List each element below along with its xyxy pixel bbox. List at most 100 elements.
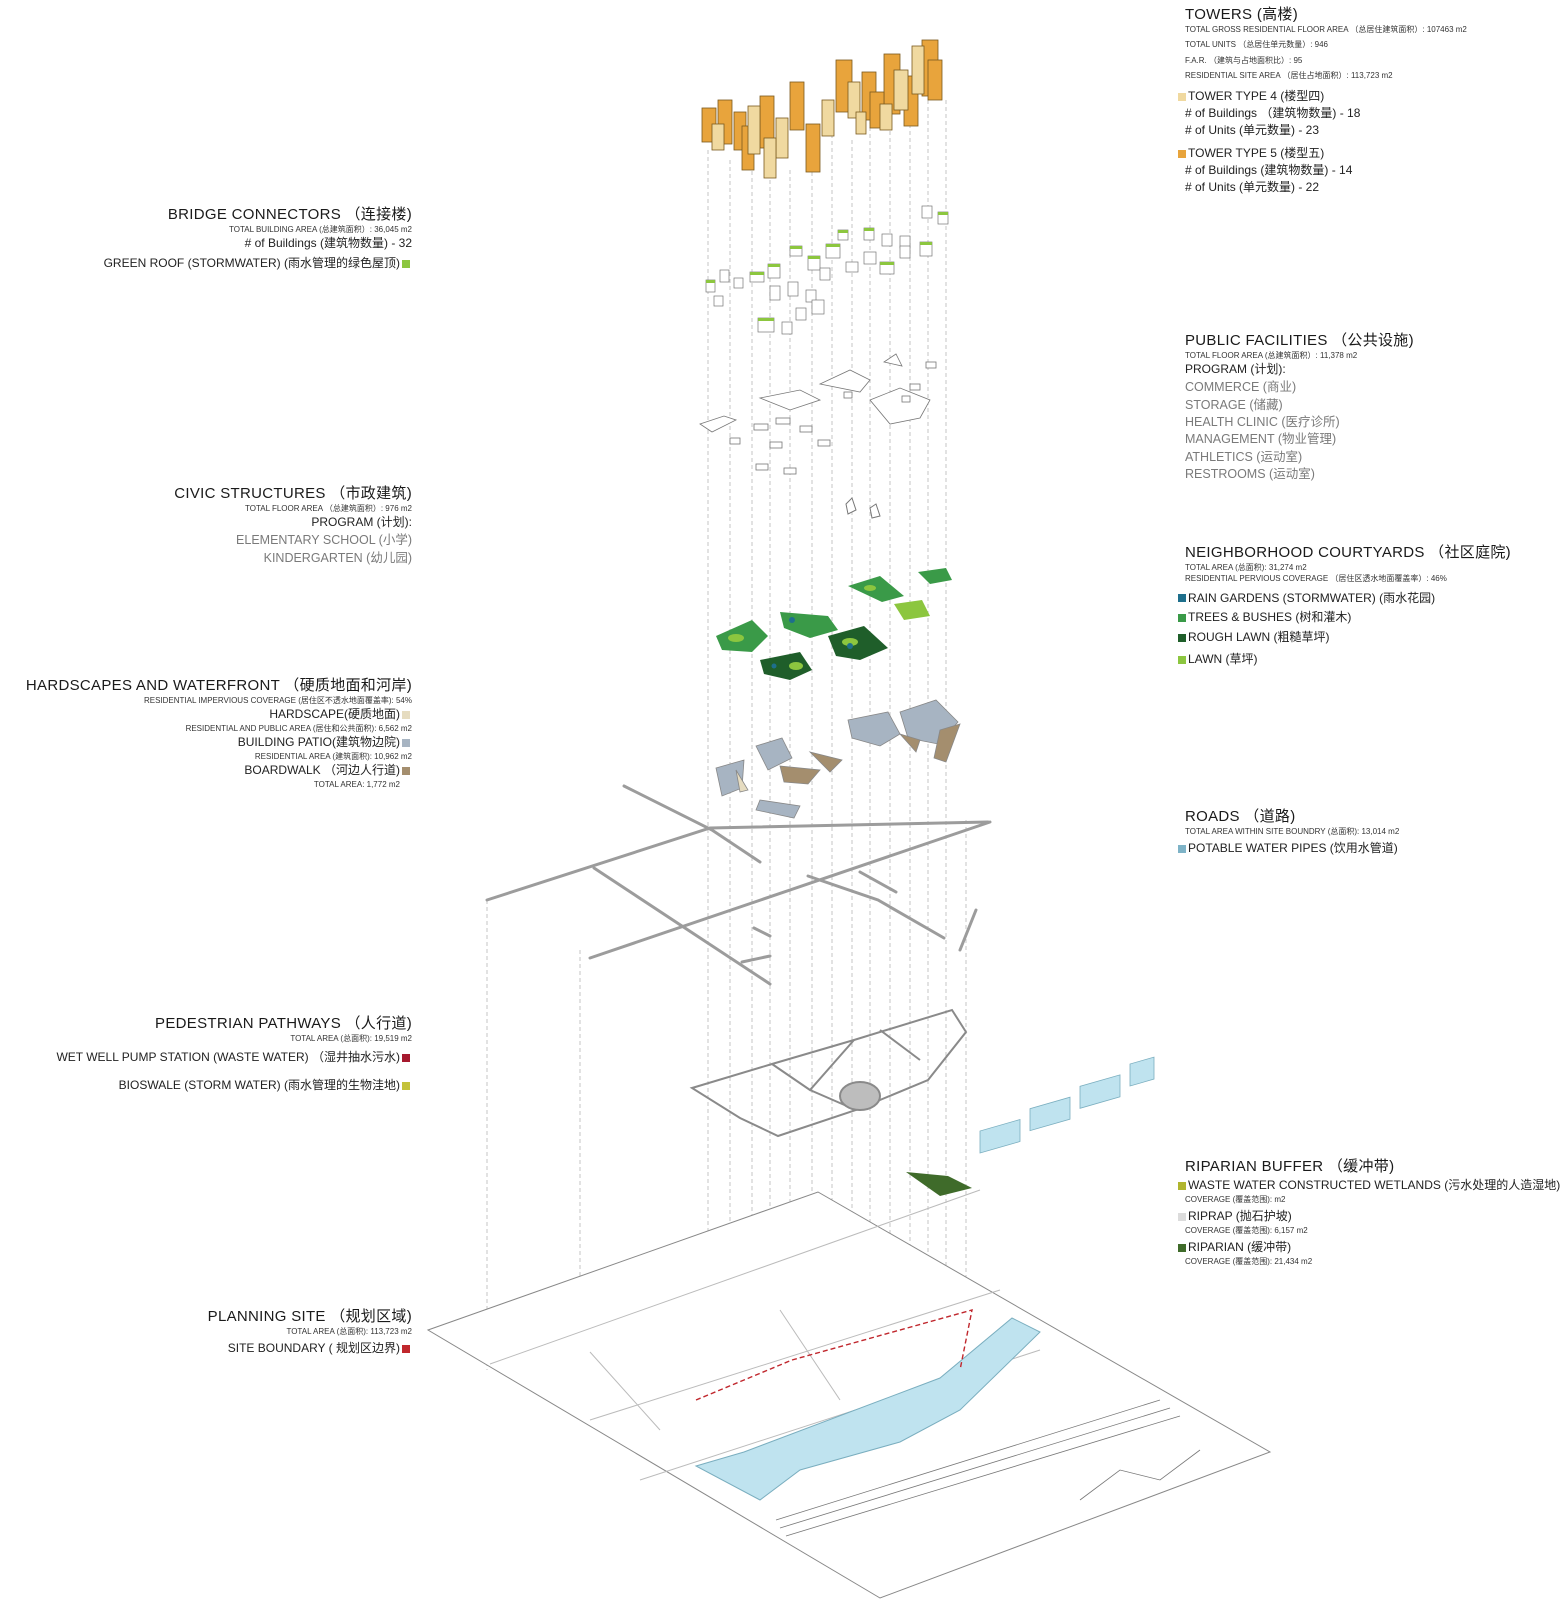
riparian-title: RIPARIAN BUFFER （缓冲带) [1185,1158,1395,1175]
planning-site [426,1056,1272,1599]
bridge-buildings: # of Buildings (建筑物数量) - 32 [244,236,412,251]
water-pipes-label: POTABLE WATER PIPES (饮用水管道) [1188,841,1398,856]
pedestrian-pathways [689,1008,968,1138]
riparian-coverage: COVERAGE (覆盖范围): 21,434 m2 [1185,1257,1313,1267]
riprap-coverage: COVERAGE (覆盖范围): 6,157 m2 [1185,1226,1308,1236]
civic-item: KINDERGARTEN (幼儿园) [263,550,412,565]
water-pipes-swatch [1178,845,1186,854]
bioswale-label: BIOSWALE (STORM WATER) (雨水管理的生物洼地) [118,1078,400,1093]
public-item: ATHLETICS (运动室) [1185,449,1303,464]
planning-legend: PLANNING SITE （规划区域) TOTAL AREA (总面积): 1… [208,1308,412,1356]
public-title: PUBLIC FACILITIES （公共设施) [1185,332,1414,349]
hardscapes-total: TOTAL AREA: 1,772 m2 [313,780,400,790]
pedestrian-legend: PEDESTRIAN PATHWAYS （人行道) TOTAL AREA (总面… [56,1015,412,1093]
towers-title: TOWERS (高楼) [1185,6,1299,23]
courtyards-area: TOTAL AREA (总面积): 31,274 m2 [1185,563,1307,573]
civic-structures-legend: CIVIC STRUCTURES （市政建筑) TOTAL FLOOR AREA… [174,485,412,565]
planning-title: PLANNING SITE （规划区域) [207,1308,412,1325]
riprap-swatch [1178,1213,1186,1222]
tower-type-4-label: TOWER TYPE 4 (楼型四) [1188,89,1325,103]
rough-lawn-swatch [1178,634,1186,643]
public-item: HEALTH CLINIC (医疗诊所) [1185,414,1340,429]
hardscape-swatch [402,711,410,720]
civic-area: TOTAL FLOOR AREA （总建筑面积）: 976 m2 [244,504,412,514]
towers-gross-area: TOTAL GROSS RESIDENTIAL FLOOR AREA （总居住建… [1185,25,1467,35]
tower-type-4-units: # of Units (单元数量) - 23 [1185,122,1320,137]
riparian-label: RIPARIAN (缓冲带) [1188,1240,1292,1255]
towers-far: F.A.R. （建筑与占地面积比）: 95 [1185,55,1303,65]
patio-swatch [402,739,410,748]
public-item: RESTROOMS (运动室) [1185,467,1315,482]
wetlands-coverage: COVERAGE (覆盖范围): m2 [1185,1195,1286,1205]
hardscapes-res-public: RESIDENTIAL AND PUBLIC AREA (居住和公共面积): 6… [185,724,412,734]
tower-type-4-buildings: # of Buildings （建筑物数量) - 18 [1185,105,1361,120]
tower-type-4-group [711,45,925,179]
green-roof-swatch [402,260,410,269]
hardscapes-legend: HARDSCAPES AND WATERFRONT （硬质地面和河岸) RESI… [26,677,412,789]
roads-legend: ROADS （道路) TOTAL AREA WITHIN SITE BOUNDR… [1178,808,1400,856]
rain-gardens-swatch [1178,594,1186,603]
courtyards-pervious: RESIDENTIAL PERVIOUS COVERAGE （居住区透水地面覆盖… [1185,574,1447,584]
public-program: PROGRAM (计划): [1185,362,1286,377]
courtyards-title: NEIGHBORHOOD COURTYARDS （社区庭院) [1185,544,1511,561]
rain-gardens-label: RAIN GARDENS (STORMWATER) (雨水花园) [1188,590,1436,605]
public-item: MANAGEMENT (物业管理) [1185,432,1337,447]
bioswale-swatch [402,1082,410,1091]
green-roof-label: GREEN ROOF (STORMWATER) (雨水管理的绿色屋顶) [103,256,400,271]
green-roofs [706,212,948,321]
boundary-swatch [402,1345,410,1354]
civic-structures [845,497,881,519]
public-area: TOTAL FLOOR AREA (总建筑面积）: 11,378 m2 [1185,351,1358,361]
wetlands-swatch [1178,1182,1186,1191]
riprap-label: RIPRAP (抛石护坡) [1188,1209,1292,1224]
tower-type-5-units: # of Units (单元数量) - 22 [1185,179,1320,194]
pump-label: WET WELL PUMP STATION (WASTE WATER) （湿井抽… [56,1050,400,1065]
public-item: STORAGE (储藏) [1185,397,1283,412]
public-item: COMMERCE (商业) [1185,380,1297,395]
tower-cluster [701,39,943,179]
towers-units: TOTAL UNITS （总居住单元数量）: 946 [1185,40,1328,50]
public-facilities [699,353,937,475]
tower-type-4-swatch [1178,92,1186,101]
tower-type-5-buildings: # of Buildings (建筑物数量) - 14 [1185,163,1353,178]
riparian-swatch [1178,1244,1186,1253]
towers-site-area: RESIDENTIAL SITE AREA （居住占地面积）: 113,723 … [1185,70,1393,80]
civic-title: CIVIC STRUCTURES （市政建筑) [174,485,412,502]
trees-swatch [1178,614,1186,623]
bridge-connectors-legend: BRIDGE CONNECTORS （连接楼) TOTAL BUILDING A… [104,206,412,271]
hardscapes-title: HARDSCAPES AND WATERFRONT （硬质地面和河岸) [25,677,412,694]
boardwalk-label: BOARDWALK （河边人行道) [244,763,400,778]
trees-label: TREES & BUSHES (树和灌木) [1188,610,1352,625]
roads-area: TOTAL AREA WITHIN SITE BOUNDRY (总面积): 13… [1185,827,1400,837]
civic-item: ELEMENTARY SCHOOL (小学) [236,533,412,548]
civic-program: PROGRAM (计划): [311,515,412,530]
bridge-area: TOTAL BUILDING AREA (总建筑面积）: 36,045 m2 [228,225,412,235]
boundary-label: SITE BOUNDARY ( 规划区边界) [227,1341,400,1356]
pedestrian-area: TOTAL AREA (总面积): 19,519 m2 [290,1034,412,1044]
hardscapes-impervious: RESIDENTIAL IMPERVIOUS COVERAGE (居住区不透水地… [143,696,412,706]
hardscapes-waterfront [715,699,961,819]
planning-area: TOTAL AREA (总面积): 113,723 m2 [286,1327,412,1337]
lawn-swatch [1178,655,1186,664]
bridge-connectors [705,205,949,335]
hardscape-label: HARDSCAPE(硬质地面) [269,707,400,722]
wetlands-label: WASTE WATER CONSTRUCTED WETLANDS (污水处理的人… [1188,1178,1561,1193]
roads [485,784,992,986]
riparian-legend: RIPARIAN BUFFER （缓冲带) WASTE WATER CONSTR… [1178,1158,1561,1267]
tower-type-5-label: TOWER TYPE 5 (楼型五) [1188,146,1325,161]
tower-type-5-swatch [1178,150,1186,159]
public-facilities-legend: PUBLIC FACILITIES （公共设施) TOTAL FLOOR ARE… [1185,332,1414,481]
lawn-label: LAWN (草坪) [1188,652,1258,667]
rough-lawn-label: ROUGH LAWN (粗糙草坪) [1188,630,1330,645]
pump-swatch [402,1054,410,1063]
courtyards-legend: NEIGHBORHOOD COURTYARDS （社区庭院) TOTAL ARE… [1178,544,1511,667]
towers-legend: TOWERS (高楼) TOTAL GROSS RESIDENTIAL FLOO… [1178,6,1467,195]
boardwalk-swatch [402,767,410,776]
bridge-title: BRIDGE CONNECTORS （连接楼) [167,206,412,223]
pedestrian-title: PEDESTRIAN PATHWAYS （人行道) [155,1015,412,1032]
hardscapes-res-area: RESIDENTIAL AREA (建筑面积): 10,962 m2 [254,752,412,762]
patio-label: BUILDING PATIO(建筑物边院) [237,735,400,750]
roads-title: ROADS （道路) [1185,808,1296,825]
neighborhood-courtyards [716,568,952,680]
